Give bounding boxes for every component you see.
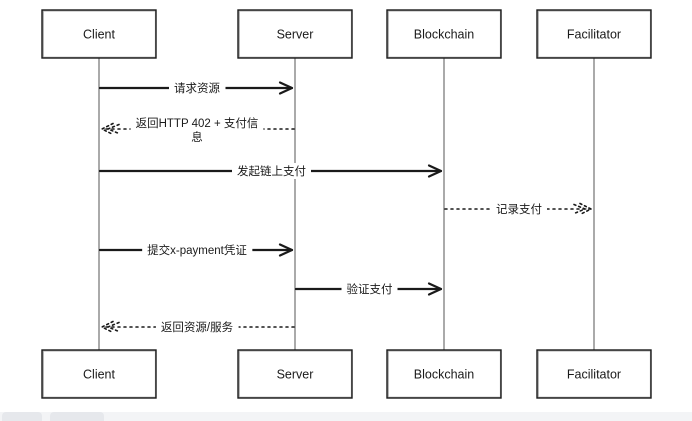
message-verify-payment: 验证支付 [294,281,443,297]
arrowhead [105,123,120,135]
message-label: 返回资源/服务 [161,320,234,334]
bottom-toolbar-chip [2,412,42,421]
participant-label: Blockchain [414,28,474,42]
message-label-background [341,281,398,297]
message-record-payment: 记录支付 [444,202,593,217]
message-submit-x-payment: 提交x-payment凭证 [98,242,294,258]
participant-label: Blockchain [414,368,474,382]
arrowhead [278,243,294,257]
bottom-toolbar-chip [50,412,104,421]
participant-label: Server [277,368,314,382]
bottom-toolbar-strip [0,412,692,421]
participant-facilitator-bottom: Facilitator [536,349,652,399]
message-label-background [169,80,226,96]
arrowhead [427,164,443,178]
participant-server-bottom: Server [237,349,353,399]
message-label: 请求资源 [174,81,220,95]
arrowhead [579,202,593,216]
message-label: 记录支付 [496,203,542,216]
participant-label: Client [83,368,115,382]
message-label: 返回HTTP 402 + 支付信 [136,117,259,130]
participant-label: Server [277,28,314,42]
participant-label: Facilitator [567,368,621,382]
message-label: 发起链上支付 [237,164,306,178]
message-label: 息 [191,130,203,144]
message-initiate-onchain-payment: 发起链上支付 [98,163,443,179]
message-label-background [491,202,547,217]
arrowhead [100,320,114,334]
message-label-background [142,242,253,258]
participant-server-top: Server [237,9,353,59]
message-label-background [232,163,311,179]
participant-facilitator-top: Facilitator [536,9,652,59]
message-label-background [130,116,264,131]
participant-client-bottom: Client [41,349,157,399]
message-label: 提交x-payment凭证 [147,243,247,257]
message-label-background [155,319,239,335]
participant-blockchain-top: Blockchain [386,9,502,59]
message-return-resource-service: 返回资源/服务 [100,319,295,335]
arrowhead [100,122,114,136]
message-request-resource: 请求资源 [98,80,294,96]
message-label: 验证支付 [347,282,393,296]
participant-label: Facilitator [567,28,621,42]
arrowhead [427,282,443,296]
participant-label: Client [83,28,115,42]
arrowhead [573,203,588,215]
arrowhead [105,321,120,333]
participant-client-top: Client [41,9,157,59]
participant-blockchain-bottom: Blockchain [386,349,502,399]
arrowhead [278,81,294,95]
